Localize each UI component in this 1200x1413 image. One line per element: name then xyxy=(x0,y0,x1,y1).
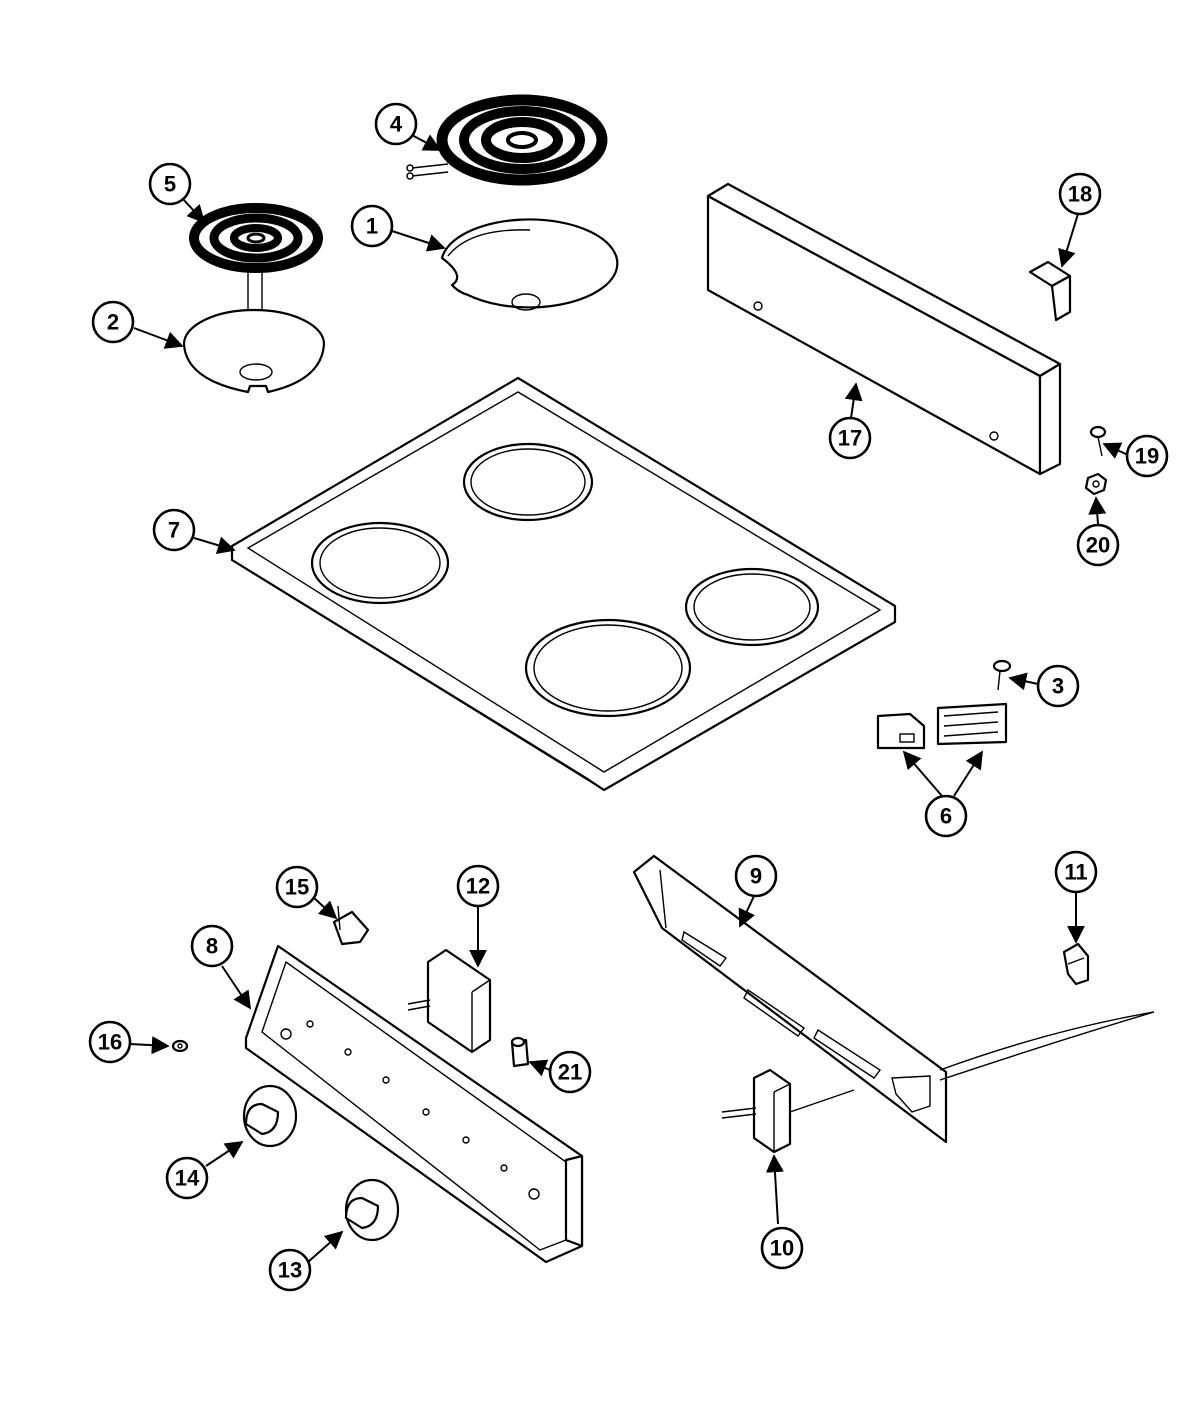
callout-7: 7 xyxy=(152,508,196,552)
rail-panel xyxy=(632,854,1155,1144)
callout-label: 3 xyxy=(1052,674,1064,699)
backguard-bracket xyxy=(1028,260,1072,322)
callout-8: 8 xyxy=(190,924,234,968)
small-surface-element xyxy=(189,203,323,326)
callout-label: 4 xyxy=(390,112,403,137)
screw-3 xyxy=(992,659,1012,691)
callout-10: 10 xyxy=(760,1226,804,1270)
callout-label: 12 xyxy=(466,874,490,899)
knob-13 xyxy=(344,1178,400,1242)
callout-6: 6 xyxy=(924,794,968,838)
callout-16: 16 xyxy=(88,1020,132,1064)
backguard xyxy=(706,182,1062,476)
callout-18: 18 xyxy=(1058,172,1102,216)
callout-4: 4 xyxy=(374,102,418,146)
control-panel xyxy=(244,944,584,1264)
callout-14: 14 xyxy=(165,1156,209,1200)
callout-label: 19 xyxy=(1135,444,1159,469)
switch-10 xyxy=(721,1068,855,1154)
callout-3: 3 xyxy=(1036,664,1080,708)
callout-label: 18 xyxy=(1068,182,1092,207)
callout-19: 19 xyxy=(1125,434,1169,478)
callout-9: 9 xyxy=(734,854,778,898)
callout-label: 7 xyxy=(168,518,180,543)
callout-label: 6 xyxy=(940,804,952,829)
clip-11 xyxy=(1062,942,1090,986)
callout-label: 20 xyxy=(1086,533,1110,558)
callout-label: 9 xyxy=(750,864,762,889)
cooktop xyxy=(230,376,897,792)
callout-11: 11 xyxy=(1054,850,1098,894)
callout-1: 1 xyxy=(350,204,394,248)
callout-12: 12 xyxy=(456,864,500,908)
infinite-switch xyxy=(407,948,492,1054)
callout-label: 11 xyxy=(1064,860,1087,885)
callout-13: 13 xyxy=(268,1248,312,1292)
callout-label: 14 xyxy=(175,1166,200,1191)
clip-15 xyxy=(332,905,370,946)
callout-label: 5 xyxy=(164,172,176,197)
callout-label: 13 xyxy=(278,1258,302,1283)
small-drip-bowl xyxy=(182,308,326,394)
knob-14 xyxy=(242,1084,298,1148)
callout-label: 1 xyxy=(366,214,378,239)
terminal-blocks xyxy=(876,702,1008,750)
callout-15: 15 xyxy=(275,865,319,909)
callout-5: 5 xyxy=(148,162,192,206)
small-part-16 xyxy=(171,1039,189,1053)
callout-17: 17 xyxy=(828,416,872,460)
nut-20 xyxy=(1084,472,1108,496)
callout-label: 16 xyxy=(98,1030,122,1055)
large-drip-bowl xyxy=(440,218,619,311)
callout-2: 2 xyxy=(91,300,135,344)
callout-label: 2 xyxy=(107,310,119,335)
callout-label: 8 xyxy=(206,934,218,959)
indicator-light xyxy=(510,1036,530,1068)
large-surface-element xyxy=(406,94,608,186)
callout-21: 21 xyxy=(548,1050,592,1094)
callout-label: 21 xyxy=(558,1060,582,1085)
leader-lines xyxy=(129,133,1129,1263)
callout-20: 20 xyxy=(1076,523,1120,567)
callout-label: 15 xyxy=(285,875,309,900)
callout-label: 17 xyxy=(838,426,862,451)
callout-label: 10 xyxy=(770,1236,794,1261)
screw-19 xyxy=(1089,425,1107,457)
